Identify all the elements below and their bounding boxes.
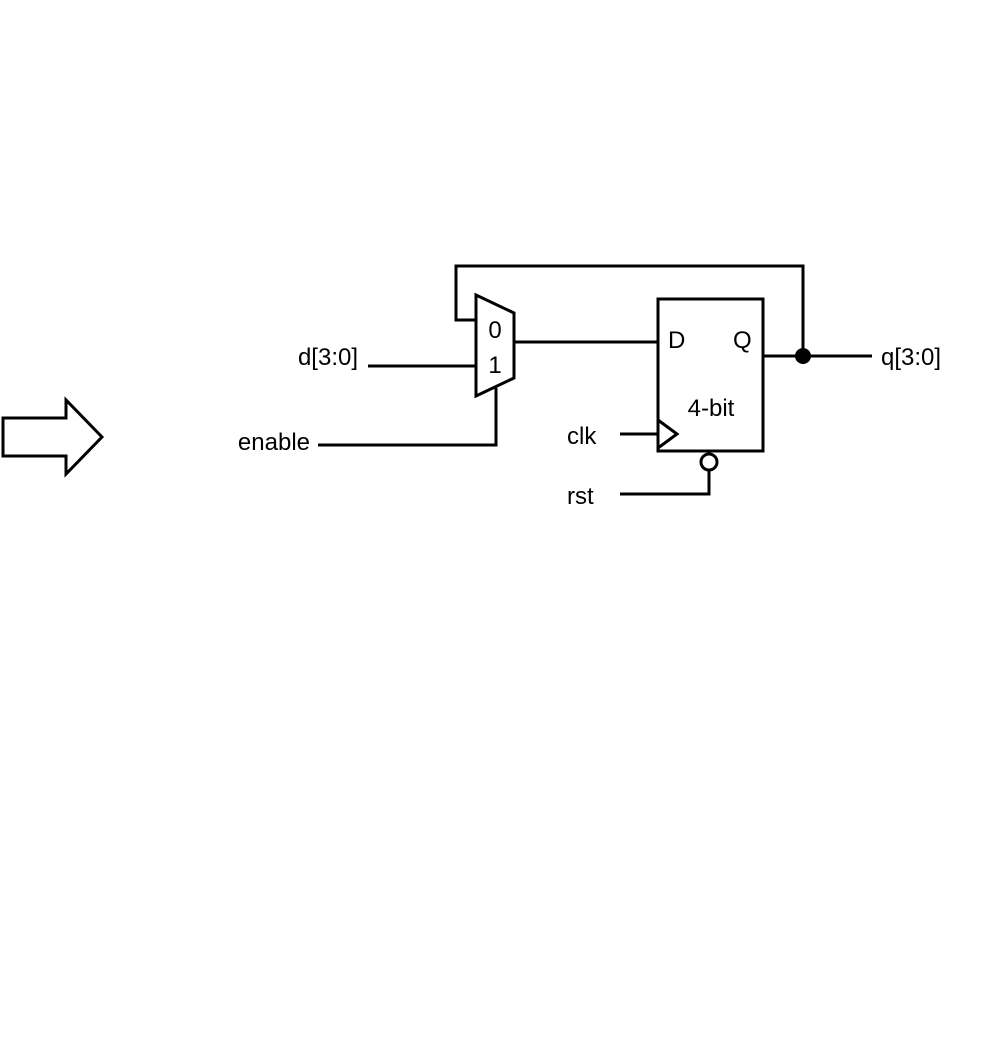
enable-label: enable: [238, 429, 310, 456]
d-input-label: d[3:0]: [298, 344, 358, 371]
right-arrow-icon: [1, 396, 105, 478]
mux-input-1-label: 1: [488, 352, 501, 379]
clk-label: clk: [567, 423, 597, 450]
clock-triangle-icon: [657, 418, 680, 450]
feedback-wire: [454, 264, 805, 356]
register-width-label: 4-bit: [688, 395, 735, 422]
mux-body: [474, 292, 516, 399]
mux-input-0-label: 0: [488, 317, 501, 344]
q-output-label: q[3:0]: [881, 344, 941, 371]
enable-wire: [318, 388, 498, 447]
inversion-bubble-icon: [699, 452, 719, 472]
register-d-pin-label: D: [668, 327, 685, 354]
register-body: [656, 297, 765, 453]
junction-dot-icon: [795, 348, 811, 364]
register-q-pin-label: Q: [733, 327, 752, 354]
rst-wire: [620, 470, 711, 496]
rst-label: rst: [567, 483, 594, 510]
